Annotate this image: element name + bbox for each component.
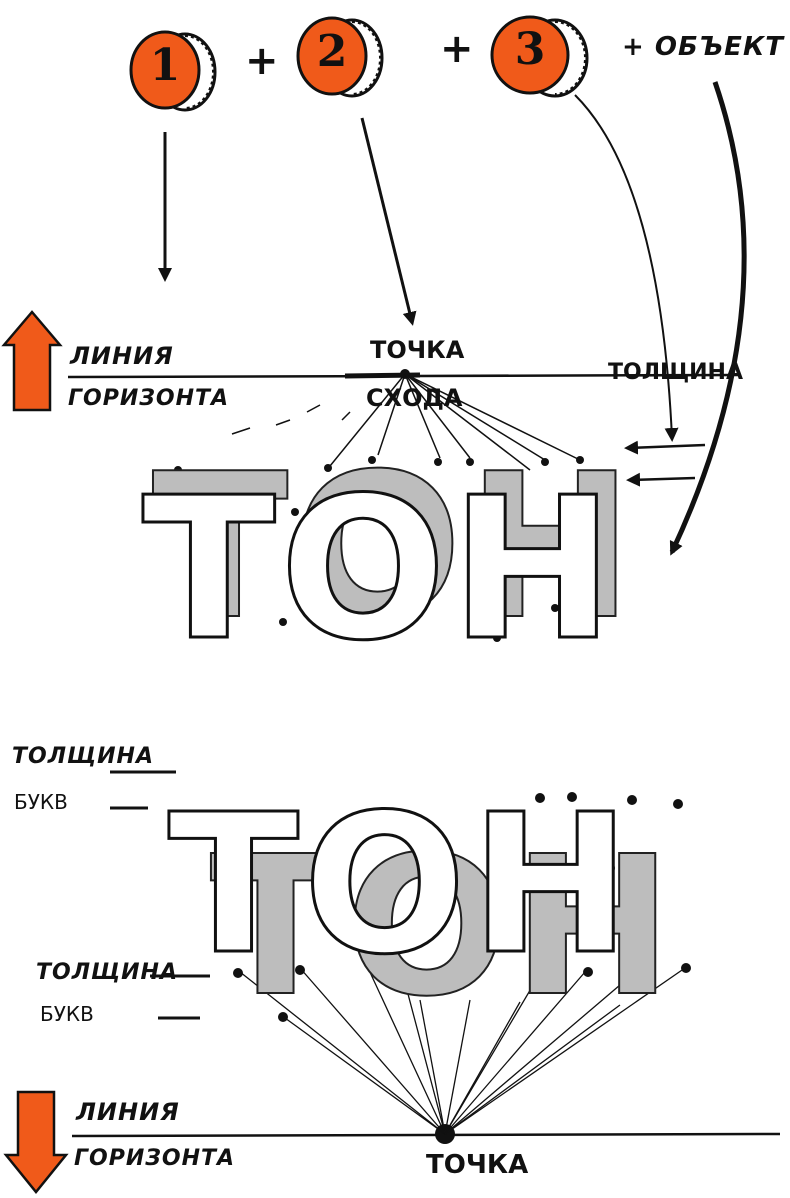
horizon-line-bottom — [71, 1132, 781, 1138]
horizon-up-arrow — [1, 310, 63, 412]
top-vanishing-rays — [231, 373, 581, 471]
word-top-depth: ТОН — [151, 431, 638, 664]
step-number-3: 3 — [514, 24, 546, 75]
step-number-2: 2 — [316, 26, 348, 77]
point-label-bottom: ТОЧКА — [426, 1150, 529, 1180]
word-top-face: ТОН — [140, 456, 619, 684]
horizon-down-arrow — [3, 1090, 69, 1194]
coin-2 — [296, 16, 384, 98]
thickness-label-1-line1: ТОЛЩИНА — [12, 744, 154, 769]
thickness-label-2-line1: ТОЛЩИНА — [36, 960, 178, 985]
plus-operator-1: + — [245, 38, 279, 84]
horizon-label-top-1: ЛИНИЯ — [70, 342, 174, 370]
vanishing-label-1: ТОЧКА — [370, 336, 465, 364]
thickness-label-top: ТОЛЩИНА — [608, 360, 743, 385]
thickness-label-1-line2: БУКВ — [14, 790, 68, 814]
object-label: + ОБЪЕКТ — [622, 32, 784, 62]
plus-operator-2: + — [440, 26, 474, 72]
coin-3 — [490, 15, 589, 98]
arrow-3 — [574, 94, 679, 442]
thickness-label-2-line2: БУКВ — [40, 1002, 94, 1026]
horizon-label-bottom-2: ГОРИЗОНТА — [74, 1146, 236, 1171]
step-number-1: 1 — [149, 40, 181, 91]
vanishing-label-2: СХОДА — [366, 384, 463, 412]
word-bottom-face: ТОН — [167, 774, 635, 997]
word-bottom-depth: ТОН — [209, 816, 677, 1039]
horizon-label-bottom-1: ЛИНИЯ — [76, 1098, 180, 1126]
bottom-vanishing-rays — [239, 885, 686, 1135]
horizon-label-top-2: ГОРИЗОНТА — [68, 386, 230, 411]
arrow-2 — [360, 117, 417, 326]
coin-1 — [129, 30, 217, 112]
arrow-object — [669, 81, 747, 556]
